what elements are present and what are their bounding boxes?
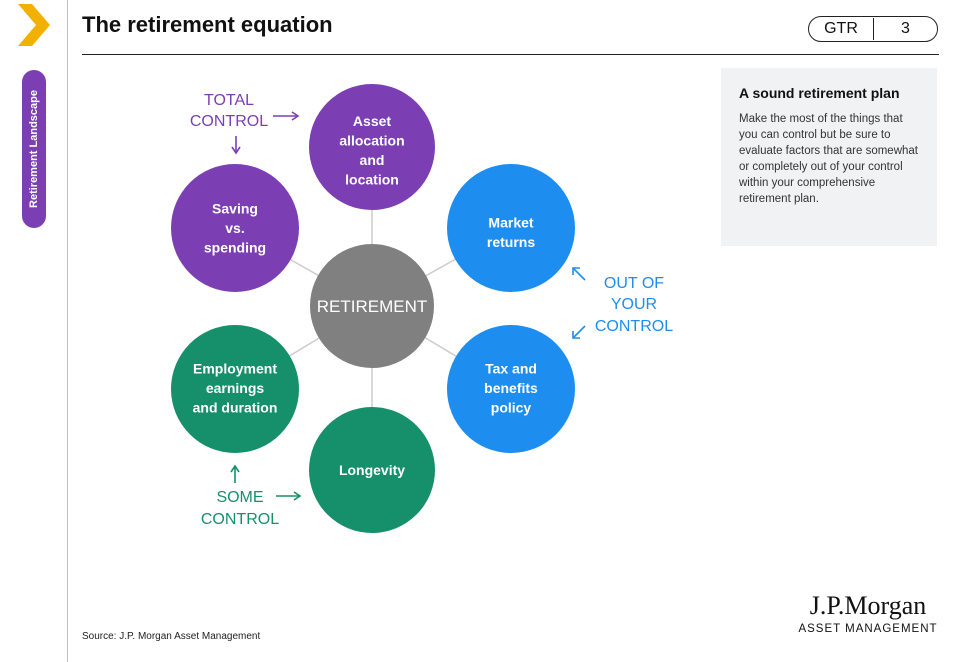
node-label-line: Tax and xyxy=(485,361,537,377)
node-label-line: location xyxy=(345,171,399,187)
side-tab-retirement-landscape[interactable]: Retirement Landscape xyxy=(22,70,46,228)
source-note: Source: J.P. Morgan Asset Management xyxy=(82,631,261,642)
node-label-line: earnings xyxy=(206,380,265,396)
node-label-line: benefits xyxy=(484,380,538,396)
node-saving-spending: Saving vs. spending xyxy=(171,164,299,292)
node-tax-benefits-policy: Tax and benefits policy xyxy=(447,325,575,453)
some-control-line-2: CONTROL xyxy=(201,511,279,528)
node-label-line: Longevity xyxy=(339,462,405,478)
node-circle xyxy=(309,407,435,533)
title-divider xyxy=(82,54,939,55)
node-label-line: Employment xyxy=(193,361,277,377)
badge-code: GTR xyxy=(809,18,874,40)
center-label: RETIREMENT xyxy=(317,297,428,316)
node-employment-earnings: Employment earnings and duration xyxy=(171,325,299,453)
node-circle xyxy=(171,325,299,453)
node-label-line: vs. xyxy=(225,220,244,236)
arrow-right-icon xyxy=(273,111,300,121)
logo-subtitle: ASSET MANAGEMENT xyxy=(798,623,938,635)
node-label-line: Asset xyxy=(353,113,391,129)
node-longevity: Longevity xyxy=(309,407,435,533)
node-circle xyxy=(171,164,299,292)
out-control-line-1: OUT OF xyxy=(604,275,664,292)
page-title: The retirement equation xyxy=(82,12,333,37)
out-control-line-3: CONTROL xyxy=(595,318,673,335)
info-body: Make the most of the things that you can… xyxy=(739,113,918,205)
arrow-right-icon xyxy=(276,491,302,501)
node-label-line: spending xyxy=(204,240,266,256)
node-label-line: returns xyxy=(487,234,535,250)
logo-brand: J.P.Morgan xyxy=(809,591,927,620)
node-label-line: Saving xyxy=(212,201,258,217)
node-label-line: allocation xyxy=(339,132,404,148)
out-control-line-2: YOUR xyxy=(611,296,657,313)
some-control-annotation: SOME CONTROL xyxy=(201,464,302,528)
center-circle xyxy=(310,244,434,368)
node-market-returns: Market returns xyxy=(447,164,575,292)
left-divider xyxy=(67,0,68,662)
arrow-up-left-icon xyxy=(572,267,586,281)
info-box: A sound retirement plan Make the most of… xyxy=(721,68,937,246)
page-number: 3 xyxy=(901,20,910,37)
node-label-line: Market xyxy=(488,214,533,230)
node-circle xyxy=(447,325,575,453)
node-label-line: and duration xyxy=(193,400,278,416)
total-control-line-1: TOTAL xyxy=(204,92,254,109)
some-control-line-1: SOME xyxy=(216,489,263,506)
arrow-down-left-icon xyxy=(572,325,586,339)
arrow-down-icon xyxy=(231,136,241,155)
page-badge: GTR 3 xyxy=(808,16,938,42)
node-circle xyxy=(309,84,435,210)
node-label-line: policy xyxy=(491,400,532,416)
total-control-annotation: TOTAL CONTROL xyxy=(190,92,300,155)
info-heading: A sound retirement plan xyxy=(739,85,900,101)
company-logo: J.P.Morgan ASSET MANAGEMENT xyxy=(795,591,941,636)
node-label-line: and xyxy=(360,152,385,168)
out-of-control-annotation: OUT OF YOUR CONTROL xyxy=(572,267,673,339)
arrow-up-icon xyxy=(230,464,240,483)
node-asset-allocation: Asset allocation and location xyxy=(309,84,435,210)
total-control-line-2: CONTROL xyxy=(190,113,268,130)
node-circle xyxy=(447,164,575,292)
chevron-right-icon[interactable] xyxy=(18,4,50,46)
